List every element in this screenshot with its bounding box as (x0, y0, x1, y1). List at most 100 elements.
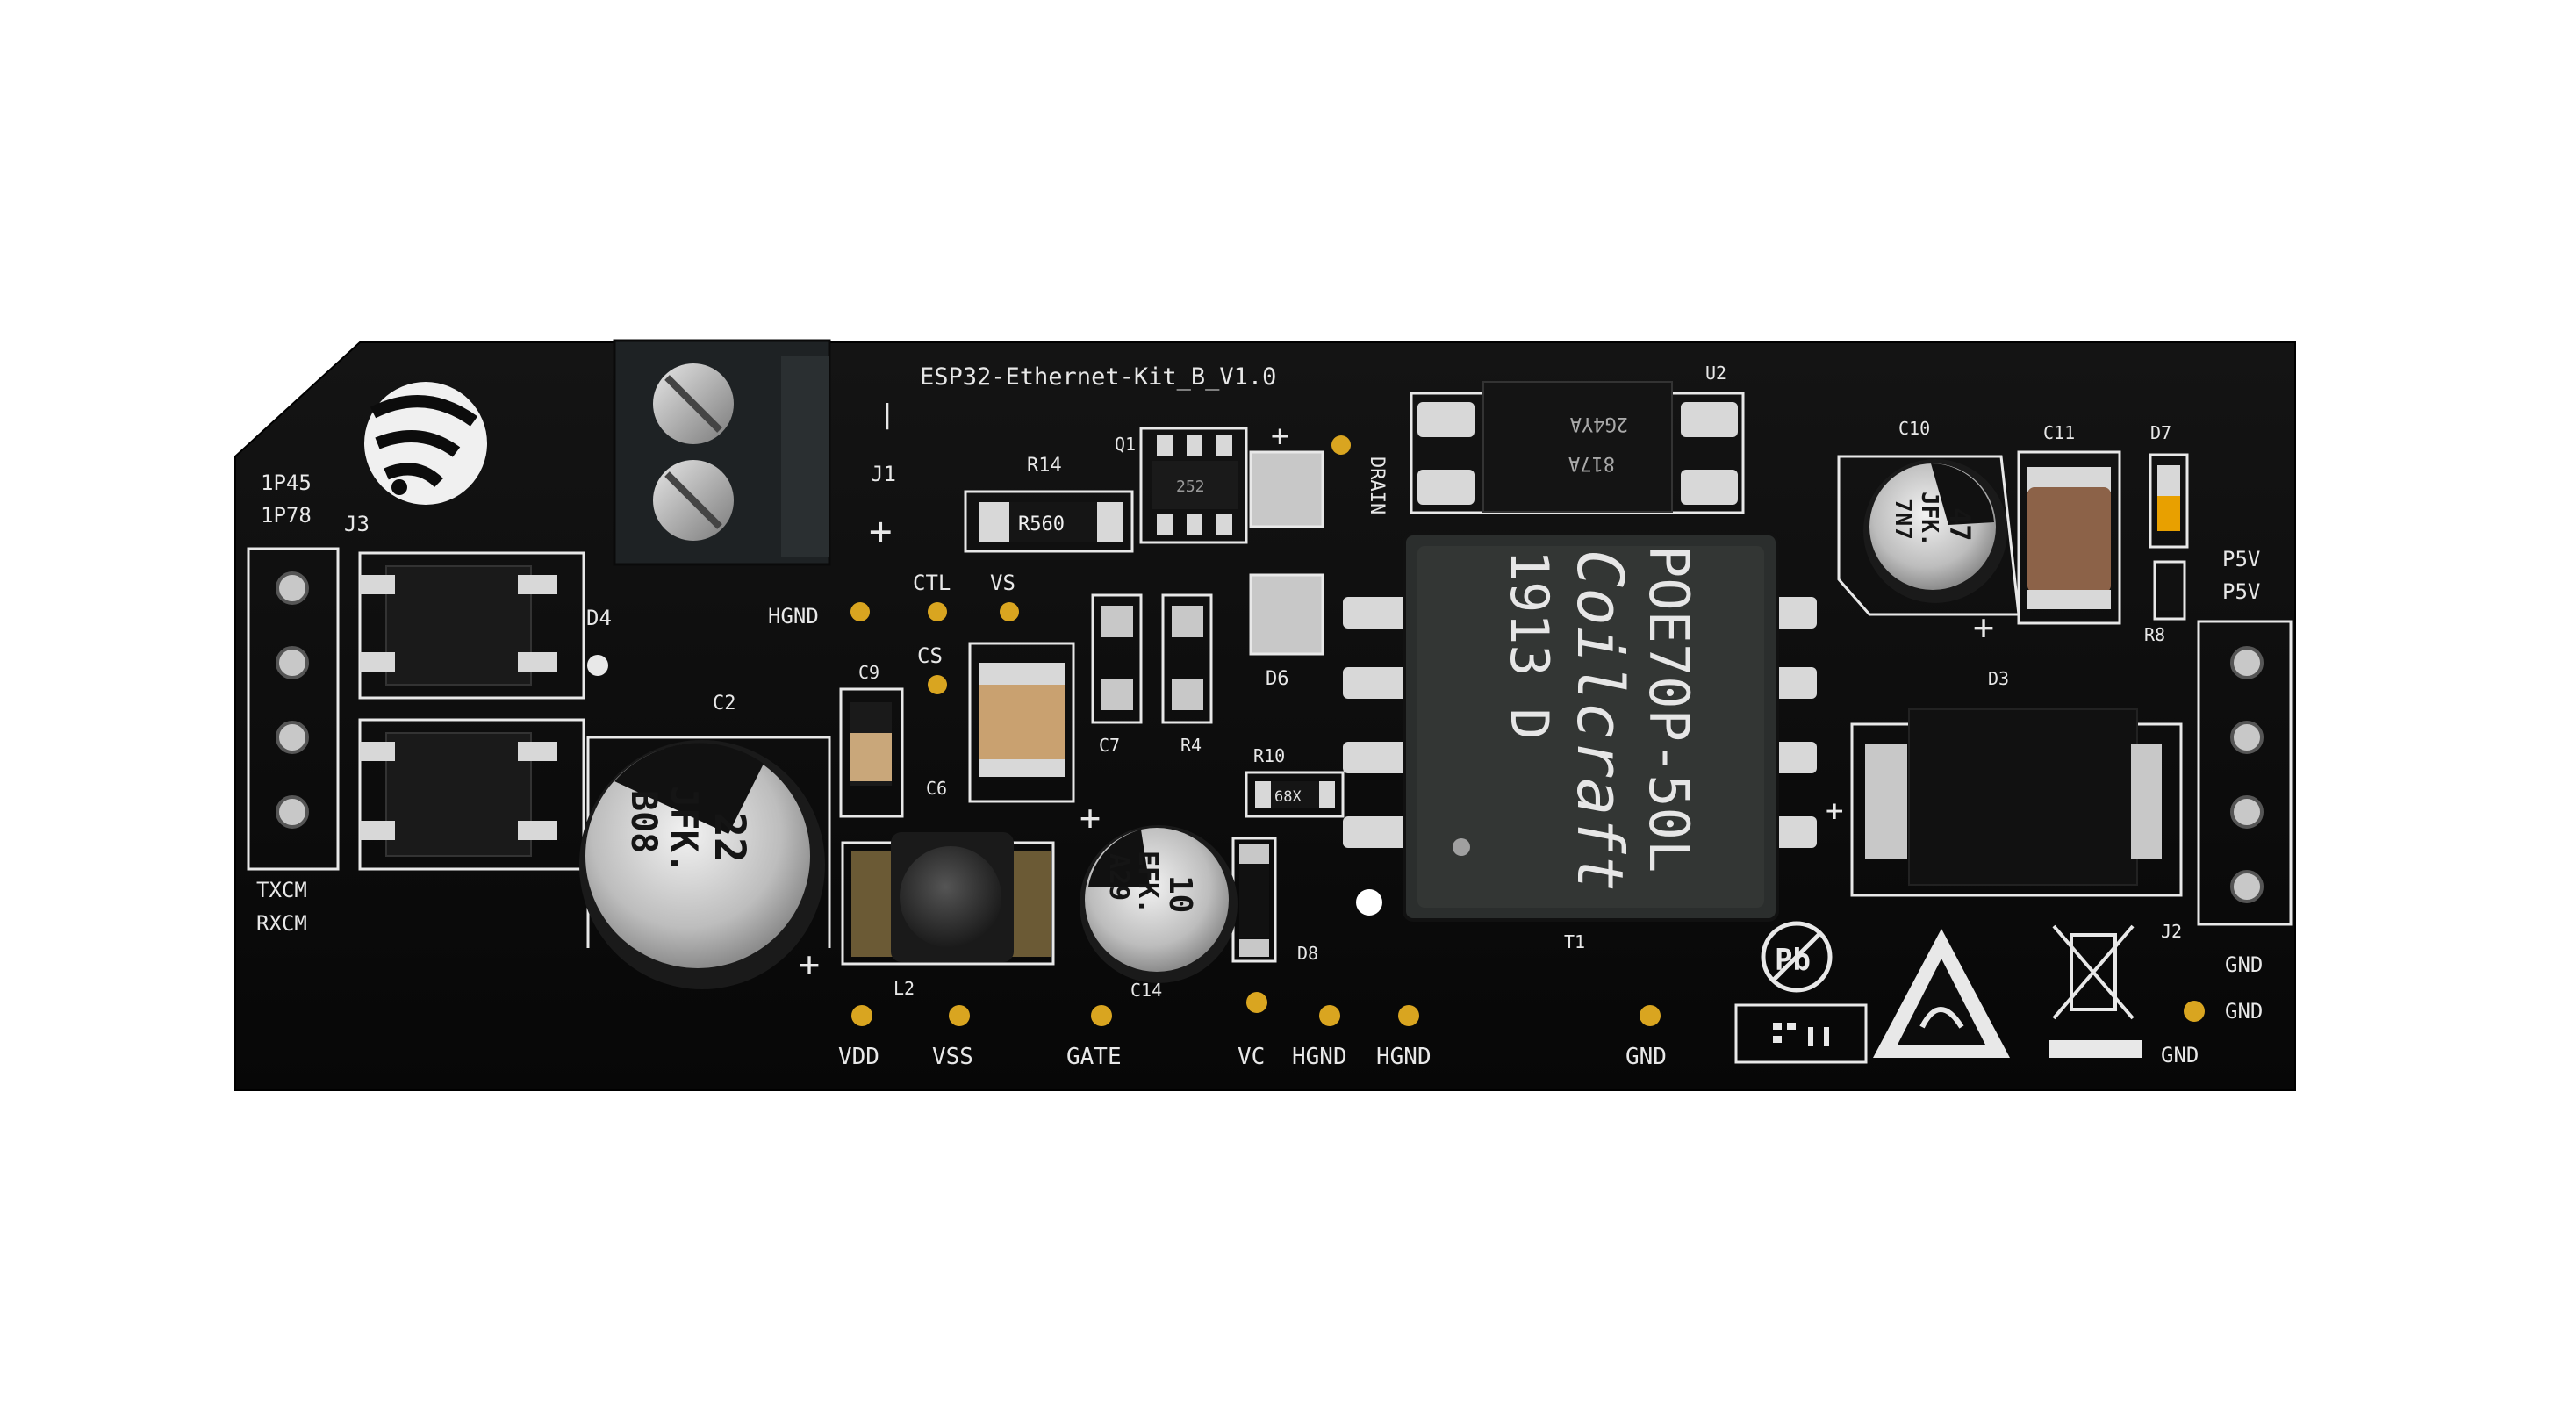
resistor-r10: 68X (1245, 771, 1345, 818)
diode-d3 (1850, 708, 2183, 897)
capacitor-c14: 10 EFK. A29 (1080, 825, 1238, 983)
svg-text:JFK.: JFK. (1916, 492, 1942, 547)
label-drain: DRAIN (1366, 456, 1388, 514)
svg-text:1913 D: 1913 D (1498, 550, 1560, 740)
svg-text:JFK.: JFK. (663, 786, 706, 874)
barcode-box-icon (1734, 1003, 1868, 1064)
label-vs: VS (990, 571, 1015, 595)
label-r10: R10 (1253, 745, 1285, 766)
label-c10: C10 (1898, 418, 1930, 439)
label-c14: C14 (1130, 980, 1162, 1001)
svg-text:R560: R560 (1018, 514, 1065, 535)
label-gate: GATE (1066, 1044, 1122, 1070)
label-gnd-3: GND (2225, 999, 2263, 1024)
label-u2: U2 (1705, 363, 1726, 384)
label-rxcm: RXCM (256, 911, 307, 936)
testpoint-cs (928, 675, 947, 694)
label-t1: T1 (1564, 931, 1585, 952)
svg-text:POE70P-50L: POE70P-50L (1637, 545, 1701, 873)
label-d7: D7 (2150, 422, 2171, 443)
label-hgnd-left: HGND (768, 604, 819, 629)
label-r8: R8 (2144, 624, 2165, 645)
label-gnd-1: GND (1625, 1044, 1667, 1070)
label-minus: | (879, 399, 895, 430)
terminal-block-j1 (613, 339, 831, 566)
label-d6: D6 (1266, 668, 1289, 690)
svg-text:EFK.: EFK. (1132, 851, 1163, 914)
pads-r4 (1161, 593, 1213, 724)
svg-text:10: 10 (1162, 875, 1198, 913)
pad-d6-bottom (1249, 573, 1324, 656)
pb-free-symbol-icon: Pb (1761, 921, 1833, 993)
capacitor-c9 (839, 687, 904, 818)
label-plus-d6: + (1271, 419, 1288, 454)
testpoint-ctl (928, 602, 947, 621)
testpoint-hgnd-1 (1319, 1005, 1340, 1026)
testpoint-vdd (851, 1005, 872, 1026)
ic-left-bottom (358, 718, 585, 871)
board-title: ESP32-Ethernet-Kit_B_V1.0 (920, 363, 1276, 391)
label-l2: L2 (893, 978, 915, 999)
svg-text:B08: B08 (623, 790, 664, 853)
label-d8: D8 (1297, 943, 1318, 964)
pad-d6-top (1249, 450, 1324, 528)
esd-warning-icon (1873, 929, 2010, 1058)
label-c7: C7 (1099, 735, 1120, 756)
header-j2 (2197, 620, 2293, 926)
label-txcm: TXCM (256, 878, 307, 902)
testpoint-drain (1331, 435, 1351, 455)
testpoint-hgnd-2 (1398, 1005, 1419, 1026)
optocoupler-u2: 817A 2G4YA (1410, 381, 1745, 514)
svg-text:817A: 817A (1568, 452, 1615, 474)
espressif-logo (364, 382, 487, 505)
label-plus-j1: + (869, 509, 893, 554)
label-c6: C6 (926, 778, 947, 799)
label-q1: Q1 (1115, 434, 1136, 455)
capacitor-c2: 22 JFK. B08 (579, 736, 831, 989)
svg-text:A29: A29 (1103, 853, 1134, 901)
ic-left-top (358, 551, 585, 700)
label-plus-c2: + (799, 945, 820, 985)
label-plus-c14: + (1080, 798, 1101, 838)
label-1p45: 1P45 (261, 471, 312, 495)
label-d3: D3 (1988, 668, 2009, 689)
inductor-l2 (841, 832, 1055, 966)
label-hgnd-1: HGND (1292, 1044, 1347, 1070)
transistor-q1: 252 (1139, 427, 1248, 544)
testpoint-vs (1000, 602, 1019, 621)
label-j1: J1 (871, 462, 896, 486)
diode-d8 (1231, 837, 1277, 963)
label-c2: C2 (713, 693, 736, 715)
led-d7 (2149, 453, 2189, 549)
fiducial-d4 (587, 655, 608, 676)
label-r4: R4 (1180, 735, 1202, 756)
label-gnd-2: GND (2225, 952, 2263, 977)
resistor-r8 (2153, 560, 2186, 621)
label-plus-d3: + (1826, 794, 1843, 829)
svg-text:7N7: 7N7 (1890, 499, 1916, 540)
label-1p78: 1P78 (261, 503, 312, 528)
label-d4: D4 (586, 606, 612, 630)
pads-c7 (1091, 593, 1143, 724)
label-cs: CS (917, 643, 943, 668)
svg-text:47: 47 (1943, 507, 1977, 542)
label-p5v-1: P5V (2222, 547, 2260, 571)
label-vdd: VDD (838, 1044, 879, 1070)
label-j3: J3 (344, 512, 370, 536)
svg-text:22: 22 (705, 812, 754, 863)
label-c9: C9 (858, 662, 879, 683)
label-gnd-4: GND (2161, 1043, 2199, 1067)
testpoint-gate (1091, 1005, 1112, 1026)
svg-text:Pb: Pb (1775, 943, 1811, 978)
label-r14: R14 (1027, 455, 1062, 477)
label-vss: VSS (932, 1044, 973, 1070)
label-ctl: CTL (913, 571, 951, 595)
label-plus-c10: + (1973, 607, 1994, 648)
capacitor-c10: 47 JFK. 7N7 (1837, 455, 2020, 616)
testpoint-hgnd-left (850, 602, 870, 621)
transformer-t1: POE70P-50L Coilcraft 1913 D (1343, 532, 1817, 922)
testpoint-gnd-3 (2184, 1001, 2205, 1022)
header-j3 (247, 547, 340, 871)
testpoint-vc (1246, 992, 1267, 1013)
